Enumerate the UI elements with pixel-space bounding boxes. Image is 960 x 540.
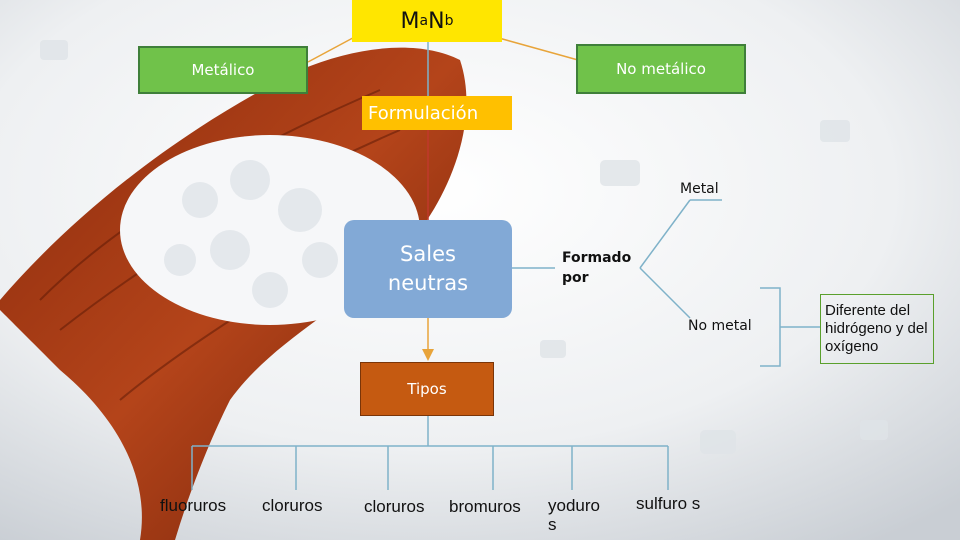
formula-b: b <box>444 13 454 29</box>
type-cloruros-2: cloruros <box>364 497 425 516</box>
metal-label: Metal <box>680 181 719 197</box>
type-yoduros: yoduro s <box>548 496 600 534</box>
tipos-box: Tipos <box>360 362 494 416</box>
sales-neutras-label: Sales neutras <box>387 241 469 295</box>
formulacion-label: Formulación <box>368 102 479 124</box>
formula-m: M <box>400 8 420 34</box>
formula-a: a <box>419 13 429 29</box>
no-metalico-box: No metálico <box>576 44 746 94</box>
formado-por-label: Formado por <box>562 250 632 286</box>
type-cloruros: cloruros <box>262 496 323 515</box>
diferente-box: Diferente del hidrógeno y del oxígeno <box>820 294 934 364</box>
diferente-label: Diferente del hidrógeno y del oxígeno <box>825 302 928 355</box>
type-bromuros: bromuros <box>449 497 521 516</box>
type-fluoruros: fluoruros <box>160 496 227 515</box>
no-metal-label: No metal <box>688 318 752 334</box>
sales-neutras-box: Sales neutras <box>344 220 512 318</box>
tipos-label: Tipos <box>407 380 447 398</box>
formulacion-box: Formulación <box>362 96 512 130</box>
no-metalico-label: No metálico <box>616 60 706 78</box>
metalico-box: Metálico <box>138 46 308 94</box>
metalico-label: Metálico <box>191 61 255 79</box>
formula-n: N <box>428 8 445 34</box>
type-sulfuros: sulfuro s <box>636 494 701 513</box>
